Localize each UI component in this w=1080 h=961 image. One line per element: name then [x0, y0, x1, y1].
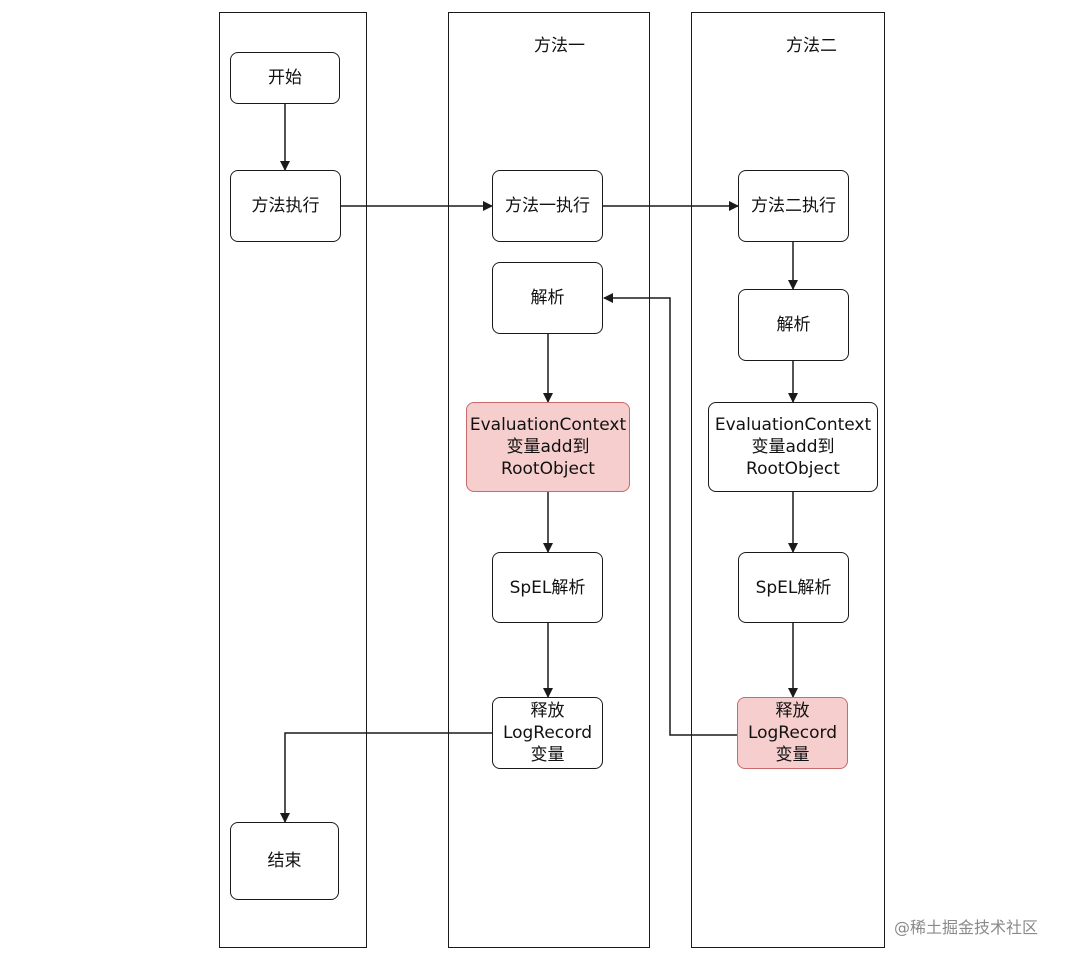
m2-exec-node: 方法二执行 — [738, 170, 849, 242]
start-node: 开始 — [230, 52, 340, 104]
method-one-lane-title: 方法一 — [534, 36, 585, 56]
m2-context-node: EvaluationContext 变量add到 RootObject — [708, 402, 878, 492]
end-node: 结束 — [230, 822, 339, 900]
method-exec-node: 方法执行 — [230, 170, 341, 242]
m1-exec-node: 方法一执行 — [492, 170, 603, 242]
method-two-lane-title: 方法二 — [786, 36, 837, 56]
m2-release-node: 释放 LogRecord 变量 — [737, 697, 848, 769]
m2-spel-node: SpEL解析 — [738, 552, 849, 623]
m1-parse-node: 解析 — [492, 262, 603, 334]
main-lane — [219, 12, 367, 948]
arrow-m2-release-back-to-m1-parse — [603, 293, 737, 736]
m2-parse-node: 解析 — [738, 289, 849, 361]
arrow-m1-release-to-end — [280, 732, 492, 823]
m1-context-node: EvaluationContext 变量add到 RootObject — [466, 402, 630, 492]
watermark: @稀土掘金技术社区 — [894, 918, 1039, 937]
m1-release-node: 释放 LogRecord 变量 — [492, 697, 603, 769]
m1-spel-node: SpEL解析 — [492, 552, 603, 623]
